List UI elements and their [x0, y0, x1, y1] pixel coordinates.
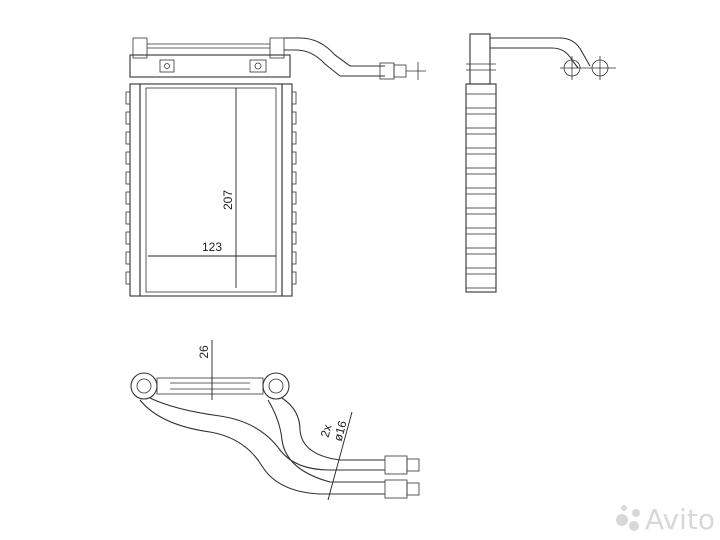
fin-right	[291, 111, 297, 125]
fin-side	[465, 173, 497, 189]
radiator-core	[139, 83, 283, 297]
fin-side	[465, 93, 497, 109]
fin-right	[291, 91, 297, 105]
fin-side	[465, 153, 497, 169]
inlet-ring-left	[130, 372, 158, 400]
fin-side	[465, 253, 497, 269]
front-view: 207 123	[129, 37, 426, 297]
fin-side	[465, 193, 497, 209]
bracket-left	[159, 59, 175, 73]
fin-left	[125, 211, 131, 225]
fin-right	[291, 131, 297, 145]
fin-right	[291, 191, 297, 205]
pipe-lower	[284, 49, 385, 77]
top-tank	[129, 54, 291, 78]
pipe-fitting-top	[384, 455, 408, 475]
diameter-leader	[327, 411, 353, 501]
side-tank-right	[281, 83, 293, 297]
pipe-end-2	[393, 64, 407, 78]
bottom-pipe-1	[149, 397, 385, 471]
bottom-pipe-2	[139, 399, 385, 495]
bottom-pipe-4	[267, 399, 385, 483]
fin-right	[291, 251, 297, 265]
bottom-tank	[156, 377, 264, 395]
fin-side	[465, 133, 497, 149]
fin-side	[465, 113, 497, 129]
fin-left	[125, 231, 131, 245]
fin-left	[125, 251, 131, 265]
spacing-dim-label: 26	[197, 345, 211, 359]
fin-left	[125, 131, 131, 145]
fin-left	[125, 91, 131, 105]
fin-side	[465, 273, 497, 289]
fin-right	[291, 171, 297, 185]
bottom-view: 26 2x ø16	[130, 340, 420, 501]
bottom-pipe-3	[281, 397, 385, 461]
fin-left	[125, 171, 131, 185]
pipe-count-label: 2x	[318, 423, 335, 439]
pipe-fitting-bottom	[384, 479, 408, 499]
watermark-text: Avito	[645, 503, 715, 536]
pipe-upper	[284, 37, 385, 67]
fin-right	[291, 231, 297, 245]
height-dim-label: 207	[221, 190, 235, 210]
side-tank-left	[129, 83, 141, 297]
pipe-diameter-label: ø16	[331, 419, 350, 443]
fin-left	[125, 111, 131, 125]
fin-right	[291, 271, 297, 285]
avito-logo-icon	[616, 505, 640, 531]
fin-side	[465, 233, 497, 249]
side-header	[469, 33, 491, 85]
fin-right	[291, 211, 297, 225]
fin-left	[125, 271, 131, 285]
avito-watermark: Avito	[616, 503, 715, 536]
bracket-right	[249, 59, 267, 73]
side-pipe-upper	[490, 37, 591, 67]
fin-left	[125, 151, 131, 165]
inlet-ring-right	[262, 372, 290, 400]
width-dim-label: 123	[202, 240, 222, 254]
side-view	[465, 33, 616, 293]
fin-right	[291, 151, 297, 165]
fin-side	[465, 213, 497, 229]
pipe-end-1	[379, 62, 395, 80]
fin-left	[125, 191, 131, 205]
